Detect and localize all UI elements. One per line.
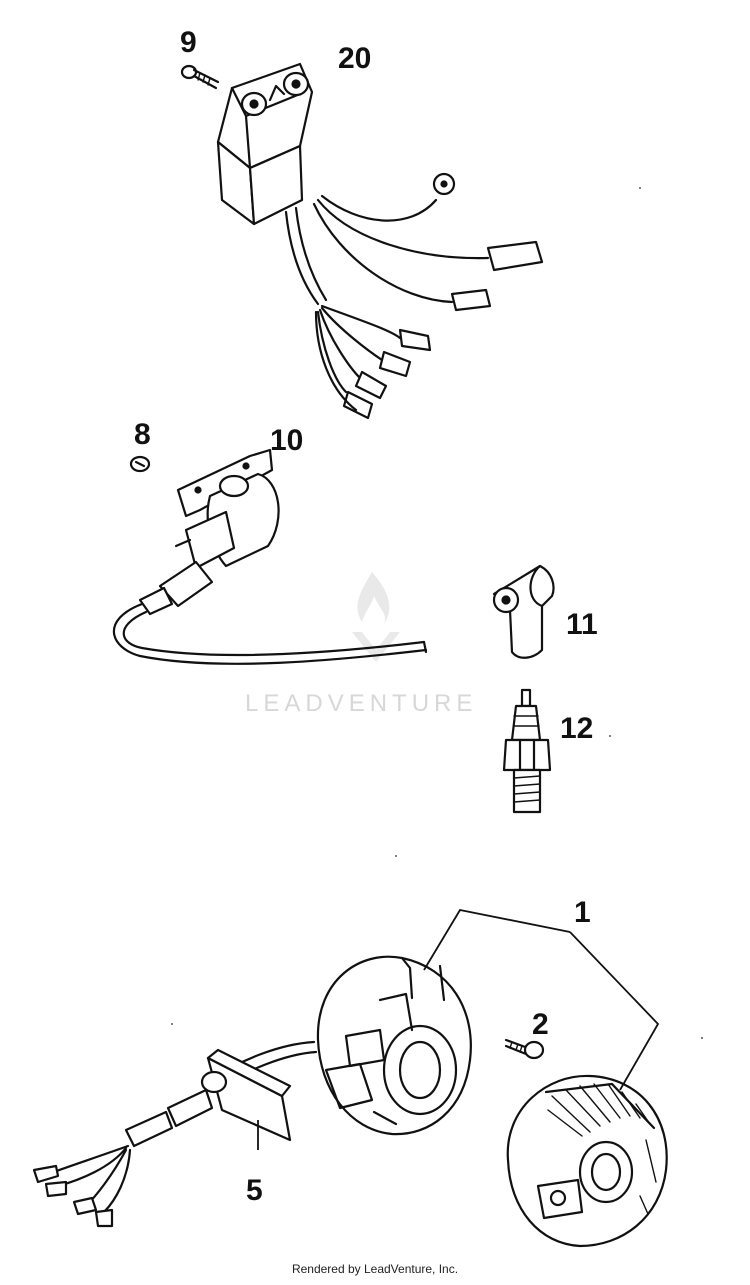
part-label-10[interactable]: 10: [270, 424, 304, 457]
cdi-unit: [216, 62, 544, 420]
part-label-1[interactable]: 1: [574, 896, 591, 929]
watermark-text: LEADVENTURE: [245, 690, 478, 717]
part-label-12[interactable]: 12: [560, 712, 594, 745]
part-label-8[interactable]: 8: [134, 418, 151, 451]
stator-plate: [316, 955, 472, 1136]
spark-plug: [502, 688, 552, 814]
screw-8-icon: [129, 455, 151, 473]
bolt-2-icon: [504, 1038, 545, 1060]
part-label-2[interactable]: 2: [532, 1008, 549, 1041]
part-label-11[interactable]: 11: [566, 608, 598, 641]
part-label-5[interactable]: 5: [246, 1174, 263, 1207]
flywheel: [506, 1074, 668, 1248]
pulser-coil: [32, 1040, 318, 1228]
ignition-coil: [112, 448, 428, 665]
footer-credit: Rendered by LeadVenture, Inc.: [291, 1262, 459, 1276]
part-label-20[interactable]: 20: [338, 42, 372, 75]
bolt-9-icon: [180, 64, 220, 90]
part-label-9[interactable]: 9: [180, 26, 197, 59]
spark-plug-cap: [492, 564, 555, 659]
watermark-logo-icon: [352, 572, 400, 662]
specks: [171, 187, 703, 1039]
leader-lines: [257, 908, 660, 1150]
